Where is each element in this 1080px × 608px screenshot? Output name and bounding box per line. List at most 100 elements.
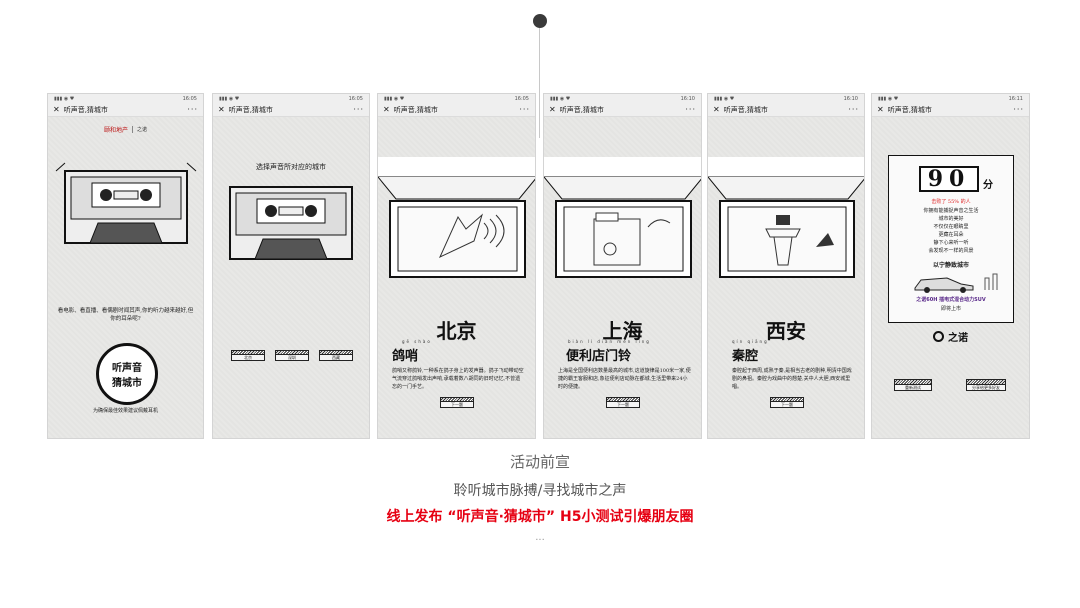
phone-screen-choose: ▮▮▮ ◉ ♥ 16:05 ✕ 听声音,猜城市 ··· 选择声音所对应的城市 北… [212,93,370,439]
opera-illustration [708,157,864,278]
next-button[interactable]: 下一题 [440,397,474,408]
signal-icon: ▮▮▮ ◉ ♥ [878,95,899,102]
result-lines: 你拥有能捕捉声音之生活 城市的美好 不仅仅在眼睛里 更藏在耳朵 静下心来听一听 … [923,208,979,254]
brand-name: 之诺 [948,333,968,344]
score-unit: 分 [983,180,993,191]
cassette-icon [229,186,353,260]
caption-ellipsis: ... [535,532,545,543]
clock: 16:10 [843,95,858,102]
page-title: 听声音,猜城市 [559,105,604,114]
city-title: 北京 [436,319,477,343]
clock: 16:05 [348,95,363,102]
status-bar: ▮▮▮ ◉ ♥ 16:11 [872,94,1029,103]
timeline-dot [533,14,547,28]
phone-screen-xian: ▮▮▮ ◉ ♥ 16:10 ✕ 听声音,猜城市 ··· 西安 qín qiāng… [707,93,865,439]
result-card: 90 分 击败了 55% 的人 你拥有能捕捉声音之生活 城市的美好 不仅仅在眼睛… [888,155,1014,323]
phone-screen-intro: ▮▮▮ ◉ ♥ 16:05 ✕ 听声音,猜城市 ··· 颐和地产 之诺 看电影、… [47,93,204,439]
page-title: 听声音,猜城市 [228,105,273,114]
sound-subject: 便利店门铃 [566,349,632,364]
caption-highlight: 线上发布 “听声音·猜城市” H5小测试引爆朋友圈 [386,509,694,525]
city-title: 西安 [766,319,806,343]
cassette-icon [55,162,197,244]
car-icon [914,273,998,293]
phone-screen-result: ▮▮▮ ◉ ♥ 16:11 ✕ 听声音,猜城市 ··· 90 分 击败了 55%… [871,93,1030,439]
city-title: 上海 [602,319,643,343]
page-title: 听声音,猜城市 [887,105,932,114]
brand-right: 之诺 [137,127,148,133]
more-icon[interactable]: ··· [519,105,530,114]
status-bar: ▮▮▮ ◉ ♥ 16:05 [378,94,535,103]
close-icon[interactable]: ✕ [877,105,884,114]
option-button-3[interactable]: 西藏 [319,350,353,361]
beat-text: 击败了 55% 的人 [931,199,971,205]
signal-icon: ▮▮▮ ◉ ♥ [219,95,240,102]
tv-frame-illustration [378,157,535,278]
sound-description: 秦腔起于西周,成熟于秦,是相当古老的剧种,明清中国戏剧的鼻祖。秦腔为戏曲中的翘楚… [732,368,852,390]
more-icon[interactable]: ··· [1013,105,1024,114]
brand-logos: 颐和地产 之诺 [48,125,203,134]
caption-theme: 聆听城市脉搏/寻找城市之声 [453,483,627,499]
badge-line1: 听声音 [112,363,142,374]
close-icon[interactable]: ✕ [53,105,60,114]
cta-text: 以宁静致城市 [932,262,969,269]
badge-line2: 猜城市 [112,378,142,389]
pinyin: biàn lì diàn mén líng [568,339,651,344]
status-bar: ▮▮▮ ◉ ♥ 16:10 [544,94,701,103]
brand-left: 颐和地产 [103,127,128,134]
signal-icon: ▮▮▮ ◉ ♥ [714,95,735,102]
nav-bar: ✕ 听声音,猜城市 ··· [378,103,535,117]
signal-icon: ▮▮▮ ◉ ♥ [384,95,405,102]
shop-illustration [544,157,701,278]
next-button[interactable]: 下一题 [606,397,640,408]
phone-screen-beijing: ▮▮▮ ◉ ♥ 16:05 ✕ 听声音,猜城市 ··· 北京 gē shào 鸽… [377,93,536,439]
page-title: 听声音,猜城市 [393,105,438,114]
close-icon[interactable]: ✕ [713,105,720,114]
nav-bar: ✕ 听声音,猜城市 ··· [872,103,1029,117]
clock: 16:05 [514,95,529,102]
retry-button[interactable]: 重新测试 [894,379,932,391]
sound-description: 鸽哨又称鸽铃,一种系在鸽子身上的发声器。鸽子飞动带动空气流穿过鸽哨发出声响,承载… [392,368,524,390]
close-icon[interactable]: ✕ [549,105,556,114]
more-icon[interactable]: ··· [187,105,198,114]
more-icon[interactable]: ··· [848,105,859,114]
choose-heading: 选择声音所对应的城市 [256,163,326,171]
car-line: 之诺60H 插电式混合动力SUV [916,297,986,303]
next-button[interactable]: 下一题 [770,397,804,408]
clock: 16:05 [182,95,197,102]
score-value: 90 [927,166,971,192]
status-bar: ▮▮▮ ◉ ♥ 16:05 [213,94,369,103]
close-icon[interactable]: ✕ [383,105,390,114]
intro-text: 看电影、看直播、看偶剧时闻其声,你的听力越来越好,但你的耳朵呢? [57,308,194,322]
close-icon[interactable]: ✕ [218,105,225,114]
nav-bar: ✕ 听声音,猜城市 ··· [213,103,369,117]
pinyin: qín qiāng [732,339,769,344]
caption-stage: 活动前宣 [509,453,570,471]
clock: 16:10 [680,95,695,102]
page-title: 听声音,猜城市 [723,105,768,114]
phone-screen-shanghai: ▮▮▮ ◉ ♥ 16:10 ✕ 听声音,猜城市 ··· 上海 biàn lì d… [543,93,702,439]
brand-logo-bottom: 之诺 [872,329,1029,344]
nav-bar: ✕ 听声音,猜城市 ··· [48,103,203,117]
launch-text: 即将上市 [940,306,961,312]
sound-subject: 鸽哨 [392,349,419,364]
sound-description: 上海是全国便利店数量最高的城市,这道旋律是100米一家,便捷的霸王客服和店,象征… [558,368,691,390]
signal-icon: ▮▮▮ ◉ ♥ [550,95,571,102]
sound-subject: 秦腔 [732,349,759,364]
page-title: 听声音,猜城市 [63,105,108,114]
nav-bar: ✕ 听声音,猜城市 ··· [544,103,701,117]
clock: 16:11 [1008,95,1023,102]
more-icon[interactable]: ··· [685,105,696,114]
signal-icon: ▮▮▮ ◉ ♥ [54,95,75,102]
option-button-2[interactable]: 深圳 [275,350,309,361]
status-bar: ▮▮▮ ◉ ♥ 16:05 [48,94,203,103]
option-button-1[interactable]: 北京 [231,350,265,361]
sound-badge[interactable]: 听声音 猜城市 [96,343,158,405]
brand-icon [933,331,944,342]
pinyin: gē shào [402,339,432,344]
score-box: 90 [919,166,979,192]
nav-bar: ✕ 听声音,猜城市 ··· [708,103,864,117]
more-icon[interactable]: ··· [353,105,364,114]
timeline-line [539,28,540,138]
earphone-note: 为确保最佳效果建议佩戴耳机 [92,408,158,414]
share-button[interactable]: 分享给更多好友 [966,379,1006,391]
